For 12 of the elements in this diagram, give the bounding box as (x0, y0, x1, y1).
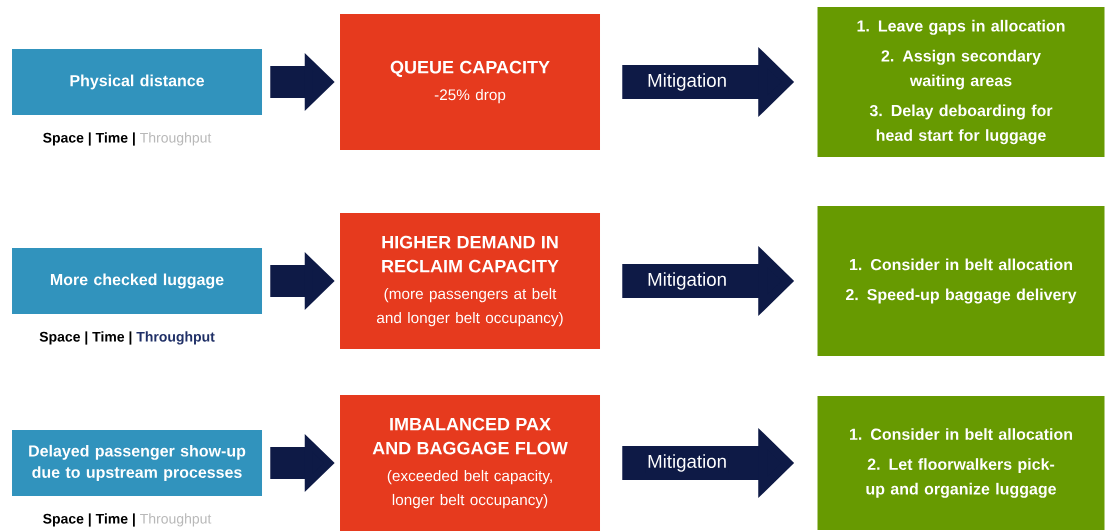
dimension-tags: Space | Time | Throughput (43, 132, 212, 146)
dimension-tags: Space | Time | Throughput (43, 513, 212, 527)
mitigation-box: 1. Consider in belt allocation 2. Let floorwalkers pick-up and organize luggage (817, 396, 1105, 530)
cause-box: Physical distance (12, 49, 262, 115)
mitigation-box: 1. Leave gaps in allocation 2. Assign secondary waiting areas 3. Delay deboarding for head start for luggage (817, 7, 1105, 157)
dimension-tags: Space | Time | Throughput (39, 331, 215, 345)
cause-box: More checked luggage (12, 248, 262, 314)
impact-box: HIGHER DEMAND IN RECLAIM CAPACITY (more passengers at belt and longer belt occupancy) (340, 213, 600, 349)
cause-box: Delayed passenger show-up due to upstream processes (12, 430, 262, 496)
impact-box: IMBALANCED PAX AND BAGGAGE FLOW (exceeded belt capacity, longer belt occupancy) (340, 395, 600, 531)
mitigation-box: 1. Consider in belt allocation 2. Speed-up baggage delivery (817, 206, 1105, 356)
impact-box: QUEUE CAPACITY -25% drop (340, 14, 600, 150)
